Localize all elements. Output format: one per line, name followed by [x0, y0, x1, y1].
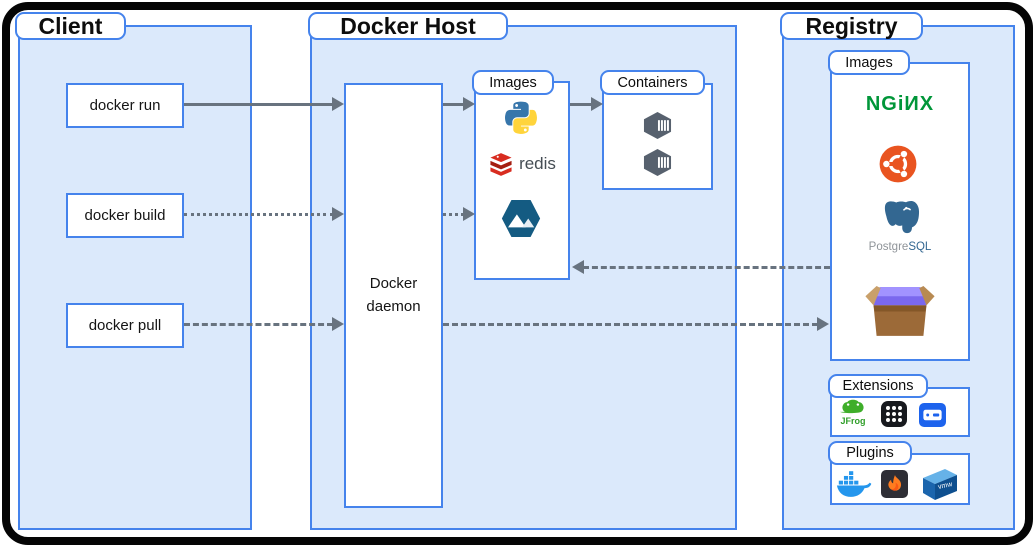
- plugins-tab: Plugins: [828, 441, 912, 465]
- nginx-logo: NGiИX: [832, 92, 968, 116]
- host-images-box: [474, 81, 570, 280]
- postgresql-wordmark-postgre: Postgre: [868, 241, 909, 253]
- docker-run-label: docker run: [89, 97, 161, 114]
- arrow-line: [443, 103, 464, 106]
- docker-whale-svg: [836, 471, 872, 497]
- container-hexagon-svg: [643, 148, 672, 177]
- busybox-open-box-svg: [865, 286, 935, 336]
- arrow-daemon-to-images: [443, 97, 475, 112]
- host-images-tab: Images: [472, 70, 554, 95]
- redis-logo: redis: [476, 150, 568, 178]
- arrowhead-icon: [463, 207, 475, 221]
- registry-title-tab: Registry: [780, 12, 923, 40]
- postgresql-logo-icon: [878, 197, 922, 239]
- docker-whale-plugin-icon: [835, 471, 873, 498]
- arrow-daemon-to-registry: [443, 317, 829, 332]
- arrowhead-icon: [817, 317, 829, 331]
- busybox-logo-icon: [863, 283, 937, 340]
- arrowhead-icon: [463, 97, 475, 111]
- container-hexagon-svg: [643, 111, 672, 140]
- docker-build-label: docker build: [84, 207, 166, 224]
- alpine-logo-svg: [501, 200, 541, 237]
- grafana-plugin-icon: [881, 470, 908, 498]
- arrowhead-icon: [332, 207, 344, 221]
- extensions-tab: Extensions: [828, 374, 928, 398]
- ubuntu-logo-svg: [879, 145, 917, 183]
- host-images-label: Images: [489, 74, 537, 91]
- postgresql-elephant-svg: [884, 200, 920, 234]
- postgresql-wordmark-sql: SQL: [908, 241, 932, 253]
- registry-images-tab: Images: [828, 50, 910, 75]
- arrow-pull-to-daemon: [184, 317, 344, 332]
- container-icon: [641, 148, 674, 177]
- arrow-daemon-to-images-build: [443, 207, 475, 222]
- redis-wordmark: redis: [519, 154, 556, 173]
- disk-drive-svg: [923, 409, 942, 421]
- python-logo-icon: [501, 101, 541, 141]
- dots-grid-svg: [886, 406, 902, 422]
- containers-tab: Containers: [600, 70, 705, 95]
- container-icon: [641, 111, 674, 140]
- arrowhead-icon: [332, 317, 344, 331]
- extensions-label: Extensions: [842, 378, 914, 394]
- ubuntu-logo-icon: [879, 145, 917, 183]
- client-title: Client: [38, 12, 103, 39]
- python-logo-svg: [505, 101, 537, 134]
- arrow-images-to-containers: [570, 97, 603, 112]
- jfrog-extension-icon: JFrog: [834, 396, 872, 428]
- registry-title: Registry: [805, 12, 898, 39]
- docker-pull-box: docker pull: [66, 303, 184, 348]
- grafana-flame-svg: [887, 474, 901, 491]
- docker-build-box: docker build: [66, 193, 184, 238]
- grafana-square: [881, 470, 908, 498]
- arrow-line: [184, 323, 333, 326]
- vmware-plugin-icon: vmw: [915, 466, 961, 502]
- disk-usage-extension-icon: [919, 403, 946, 427]
- dots-grid-icon: [881, 401, 907, 427]
- arrow-line: [184, 103, 333, 106]
- jfrog-frog-svg: [840, 399, 864, 414]
- arrow-line: [443, 323, 818, 326]
- plugins-label: Plugins: [846, 445, 894, 461]
- containers-label: Containers: [617, 74, 688, 91]
- docker-daemon-box: Docker daemon: [344, 83, 443, 508]
- docker-extensions-marketplace-icon: [881, 401, 907, 427]
- arrow-run-to-daemon: [184, 97, 344, 112]
- registry-images-label: Images: [845, 54, 893, 71]
- nginx-wordmark: NGiИX: [865, 92, 935, 115]
- arrow-build-to-daemon: [184, 207, 344, 222]
- arrow-line: [570, 103, 592, 106]
- arrowhead-icon: [591, 97, 603, 111]
- arrow-line: [184, 213, 333, 216]
- vmware-wordmark: vmw: [937, 481, 953, 491]
- arrow-registry-to-host-images: [572, 260, 830, 275]
- alpine-linux-logo-icon: [499, 198, 543, 239]
- redis-logo-icon: [490, 152, 512, 176]
- client-title-tab: Client: [15, 12, 126, 40]
- docker-run-box: docker run: [66, 83, 184, 128]
- disk-drive-icon: [919, 403, 946, 427]
- docker-pull-label: docker pull: [88, 317, 162, 334]
- jfrog-wordmark: JFrog: [840, 416, 866, 426]
- docker-daemon-label: Docker daemon: [366, 275, 421, 315]
- docker-host-title: Docker Host: [340, 12, 476, 39]
- arrow-line: [583, 266, 830, 269]
- arrow-line: [443, 213, 464, 216]
- docker-host-title-tab: Docker Host: [308, 12, 508, 40]
- vmware-box-svg: vmw: [923, 469, 957, 500]
- arrowhead-icon: [572, 260, 584, 274]
- arrowhead-icon: [332, 97, 344, 111]
